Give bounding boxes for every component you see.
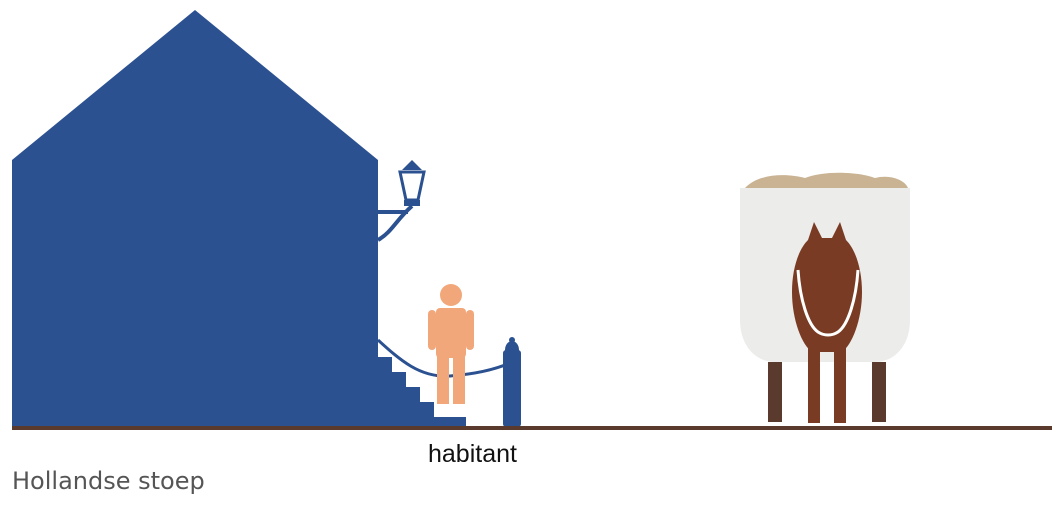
figure-caption: Hollandse stoep [12, 467, 205, 495]
horse-cart-icon [740, 173, 910, 423]
person-label: habitant [428, 440, 517, 469]
bollard-icon [503, 337, 521, 427]
house-icon [12, 10, 378, 427]
person-icon [428, 284, 474, 404]
stairs-icon [378, 357, 466, 427]
lantern-icon [378, 160, 424, 240]
ground-line [12, 426, 1052, 430]
